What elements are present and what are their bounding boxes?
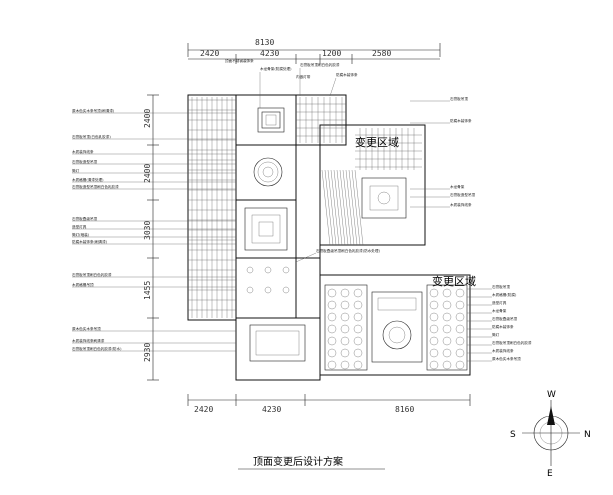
dimension-label: 1455	[143, 281, 152, 300]
dimension-label: 2400	[143, 164, 152, 183]
annotation-text: 造型灯具	[492, 300, 507, 305]
annotation-text: 木质装饰线条	[492, 348, 514, 353]
annotation-text: 木质装饰线条刷清漆	[72, 338, 105, 343]
annotation-text: 防腐木装饰条	[450, 118, 472, 123]
dimension-label: 2580	[372, 49, 391, 58]
annotation-text: 筒灯(暗装)	[72, 232, 90, 237]
annotation-text: 防腐木装饰条	[492, 324, 514, 329]
annotation-text: 木质装饰线条	[72, 149, 94, 154]
annotation-text: 筒灯	[72, 168, 80, 173]
title-text: 顶面变更后设计方案	[253, 455, 343, 468]
notes-top: 顶面不锈钢装饰条 木龙骨架(防腐处理) 石膏板吊顶刷白色乳胶漆 内嵌灯带 防腐木…	[225, 58, 358, 108]
annotation-text: 顶面不锈钢装饰条	[225, 58, 254, 63]
dimension-label: 8160	[395, 405, 414, 414]
dimension-label: 2930	[143, 343, 152, 362]
compass-north: W	[547, 390, 556, 400]
plan-outline	[187, 94, 471, 381]
dimension-label: 2420	[200, 49, 219, 58]
dimension-label: 2420	[194, 405, 213, 414]
annotation-text: 木龙骨架	[450, 184, 465, 189]
annotation-text: 石膏板叠级吊顶刷白色乳胶漆(防水处理)	[316, 248, 380, 253]
annotation-text: 防腐木装饰条	[336, 72, 358, 77]
annotation-text: 木龙骨架	[492, 308, 507, 313]
annotation-text: 防腐木装饰条(刷清漆)	[72, 239, 108, 244]
annotation-text: 木质格栅吊顶	[72, 282, 94, 287]
annotation-text: 石膏板吊顶刷白色乳胶漆(防水)	[72, 346, 122, 351]
ceiling-feature-round	[253, 157, 283, 187]
annotation-text: 石膏板造型吊顶	[72, 159, 98, 164]
annotation-text: 石膏板叠级吊顶	[492, 316, 518, 321]
diagonal-hatch	[321, 169, 364, 246]
ceiling-feature-top	[257, 107, 285, 133]
annotation-text: 筒灯	[492, 332, 500, 337]
change-area-label: 变更区域	[355, 135, 399, 149]
dimension-label: 4230	[260, 49, 279, 58]
annotation-text: 木龙骨架(防腐处理)	[260, 66, 292, 71]
dimension-label: 4230	[262, 405, 281, 414]
change-area-label: 变更区域	[432, 274, 476, 288]
annotation-text: 造型灯具	[72, 224, 87, 229]
compass-west: S	[510, 430, 516, 440]
annotation-text: 石膏板吊顶	[492, 284, 510, 289]
wood-grid-top	[296, 97, 422, 170]
bottom-dimension-chain: 2420 4230 8160	[187, 394, 471, 414]
annotation-text: 原木色实木条吊顶(刷清漆)	[72, 108, 115, 113]
annotation-text: 原木色实木条吊顶	[492, 356, 521, 361]
ceiling-feature-square	[244, 207, 288, 251]
notes-left: 原木色实木条吊顶(刷清漆) 石膏板吊顶(白色乳胶漆) 木质装饰线条石膏板造型吊顶筒灯…	[72, 108, 236, 352]
annotation-text: 原木色实木条吊顶	[72, 326, 101, 331]
annotation-text: 石膏板吊顶	[450, 96, 468, 101]
dimension-label: 2400	[143, 109, 152, 128]
annotation-text: 木质装饰线条	[450, 202, 472, 207]
compass: W E S N	[510, 390, 591, 479]
annotation-text: 石膏板吊顶(白色乳胶漆)	[72, 134, 111, 139]
wood-slat-hatch	[188, 97, 236, 318]
ceiling-feature-right-upper	[361, 177, 407, 219]
annotation-text: 石膏板造型吊顶刷白色乳胶漆	[72, 184, 119, 189]
compass-south: E	[547, 469, 553, 479]
annotation-text: 石膏板造型吊顶	[450, 192, 476, 197]
annotation-text: 石膏板吊顶刷白色乳胶漆	[72, 272, 112, 277]
annotation-text: 木质格栅(清漆处理)	[72, 177, 104, 182]
dimension-label: 8130	[255, 38, 274, 47]
ceiling-feature-lower	[246, 266, 290, 294]
top-dimension-chain: 8130 2420 4230 1200 2580	[187, 38, 441, 64]
drawing-title: 顶面变更后设计方案	[238, 455, 385, 470]
dimension-label: 3030	[143, 221, 152, 240]
compass-east: N	[584, 430, 591, 440]
annotation-text: 内嵌灯带	[296, 74, 311, 79]
annotation-text: 石膏板叠级吊顶	[72, 216, 98, 221]
ceiling-feature-bottom	[249, 324, 306, 362]
annotation-text: 木质格栅(防腐)	[492, 292, 517, 297]
left-dimension-chain: 2400 2400 3030 1455 2930	[143, 94, 159, 381]
annotation-text: 石膏板吊顶刷白色乳胶漆	[492, 340, 532, 345]
panel-left	[324, 284, 368, 371]
annotation-text: 石膏板吊顶刷白色乳胶漆	[300, 62, 340, 67]
notes-mid: 石膏板叠级吊顶刷白色乳胶漆(防水处理)	[295, 248, 380, 263]
panel-center	[371, 291, 423, 363]
panel-right	[426, 284, 468, 371]
dimension-label: 1200	[322, 49, 341, 58]
